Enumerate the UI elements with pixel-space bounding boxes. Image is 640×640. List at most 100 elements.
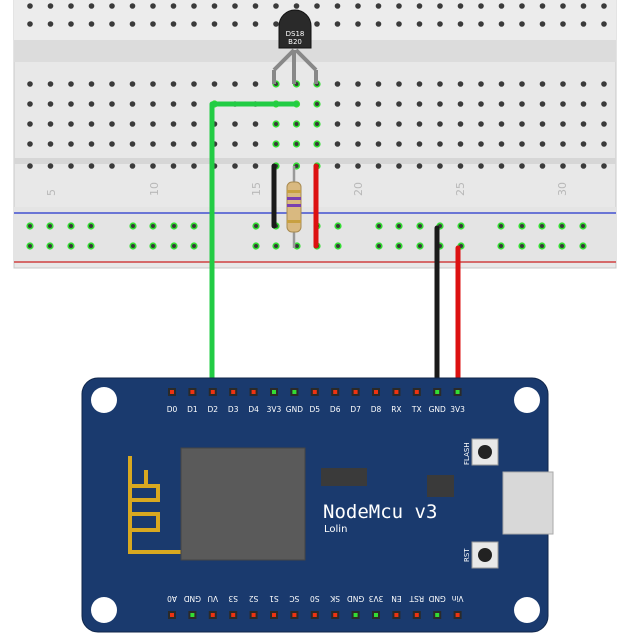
ds18b20-sensor: DS18 B20 (272, 9, 318, 84)
breadboard-hole (437, 3, 443, 9)
breadboard-hole (580, 81, 587, 87)
breadboard-hole (416, 163, 423, 169)
pin-label: D2 (208, 405, 219, 414)
pin-label: S2 (249, 594, 259, 603)
pin-dot (374, 390, 378, 394)
flash-button-cap[interactable] (478, 445, 492, 459)
breadboard-hole (67, 242, 75, 250)
pin-label: RX (391, 405, 401, 414)
pin-dot (333, 613, 338, 617)
breadboard-hole (457, 21, 464, 27)
column-number: 15 (250, 182, 263, 196)
usb-port[interactable] (502, 471, 554, 535)
pin-label: RST (409, 594, 424, 603)
breadboard-hole (27, 163, 33, 169)
breadboard-hole (457, 3, 464, 9)
breadboard-hole (498, 163, 505, 169)
breadboard-hole (191, 101, 197, 107)
breadboard-hole (375, 3, 382, 9)
breadboard-hole (601, 3, 607, 9)
pin-dot (170, 613, 174, 617)
breadboard-hole (68, 121, 74, 127)
pin-label: S1 (269, 594, 279, 603)
resistor-band (287, 204, 301, 207)
breadboard-hole (129, 21, 136, 27)
breadboard-hole (129, 81, 136, 87)
pin-dot (333, 390, 338, 394)
board-name: NodeMcu v3 (323, 501, 437, 523)
breadboard-hole (27, 101, 33, 107)
breadboard-hole (47, 81, 54, 87)
breadboard-hole (129, 3, 136, 9)
breadboard-hole (47, 163, 54, 169)
pin-dot (312, 390, 317, 394)
breadboard-hole (580, 121, 587, 127)
breadboard-hole (149, 222, 157, 230)
small-chip (427, 475, 454, 497)
breadboard-hole (457, 121, 464, 127)
breadboard-hole (88, 81, 95, 87)
breadboard-hole (478, 81, 484, 87)
breadboard-hole (396, 81, 402, 87)
breadboard-column-numbers: 5 10 15 20 25 30 (45, 182, 569, 196)
breadboard-hole (539, 101, 546, 107)
breadboard-hole (580, 163, 587, 169)
breadboard-hole (416, 3, 423, 9)
breadboard-hole (355, 3, 361, 9)
breadboard-hole (68, 21, 74, 27)
breadboard-hole (437, 163, 443, 169)
pin-dot (435, 390, 440, 394)
pin-dot (353, 390, 358, 394)
breadboard-hole (314, 21, 320, 27)
pin-dot (251, 613, 256, 617)
pin-label: D7 (350, 405, 361, 414)
breadboard-hole (601, 163, 607, 169)
pin-label: TX (411, 405, 422, 414)
breadboard-hole (601, 81, 607, 87)
breadboard-hole (519, 81, 525, 87)
breadboard-hole (355, 21, 361, 27)
small-chip (321, 468, 367, 486)
breadboard-hole (27, 141, 33, 147)
breadboard-hole (27, 21, 33, 27)
breadboard-hole (518, 222, 526, 230)
pin-dot (414, 613, 419, 617)
breadboard-hole (68, 3, 74, 9)
breadboard-hole (601, 121, 607, 127)
breadboard-hole (313, 100, 321, 108)
breadboard-hole (601, 101, 607, 107)
breadboard-hole (519, 3, 525, 9)
breadboard-hole (273, 3, 279, 9)
breadboard-hole (437, 121, 443, 127)
breadboard-hole (252, 21, 259, 27)
pin-dot (251, 390, 256, 394)
pin-label: A0 (167, 594, 177, 603)
pin-dot (292, 613, 297, 617)
pin-label: D1 (187, 405, 198, 414)
breadboard-hole (47, 3, 54, 9)
breadboard-hole (396, 3, 402, 9)
pin-label: D6 (330, 405, 341, 414)
breadboard-hole (88, 21, 95, 27)
breadboard-hole (67, 222, 75, 230)
breadboard-hole (538, 222, 546, 230)
breadboard-hole (26, 242, 34, 250)
breadboard-hole (478, 163, 484, 169)
pin-dot (272, 390, 276, 394)
breadboard-hole (232, 141, 238, 147)
breadboard-hole (375, 121, 382, 127)
pin-label: GND (347, 594, 364, 603)
breadboard-hole (579, 222, 587, 230)
pin-label: 3V3 (450, 405, 465, 414)
breadboard-hole (170, 3, 177, 9)
breadboard-hole (211, 21, 218, 27)
rst-button-cap[interactable] (478, 548, 492, 562)
breadboard-hole (497, 242, 505, 250)
breadboard-hole (457, 81, 464, 87)
breadboard-hole (580, 21, 587, 27)
breadboard-hole (191, 3, 197, 9)
breadboard-hole (47, 101, 54, 107)
breadboard-hole (190, 242, 198, 250)
column-number: 25 (454, 182, 467, 196)
breadboard-hole (498, 121, 505, 127)
